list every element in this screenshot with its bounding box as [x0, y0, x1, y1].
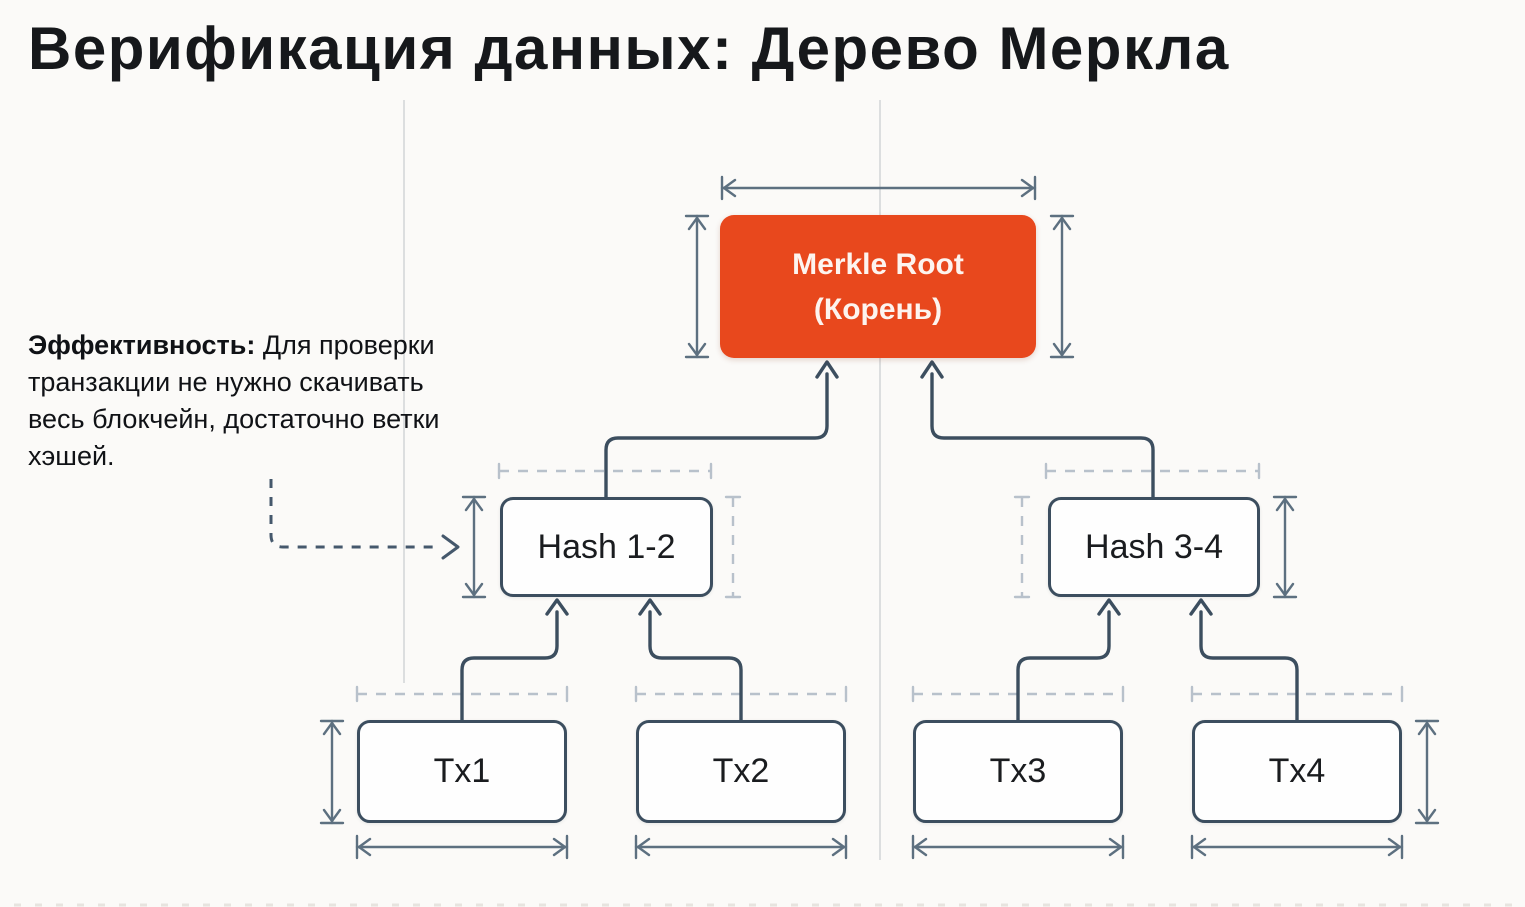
edge-tx2-to-hash-1-2	[638, 598, 743, 723]
efficiency-note: Эффективность: Для проверки транзакции н…	[28, 327, 478, 475]
node-merkle-root: Merkle Root (Корень)	[720, 215, 1036, 358]
note-bold-label: Эффективность:	[28, 330, 256, 360]
node-label: Tx3	[989, 752, 1047, 790]
dashed-width-guide-hash-3-4	[1044, 462, 1261, 480]
measure-tx2-width	[634, 834, 848, 860]
measure-tx4-height	[1414, 719, 1440, 825]
node-hash-3-4: Hash 3-4	[1048, 497, 1260, 597]
measure-root-height-left	[684, 214, 710, 359]
dashed-height-guide-hash-1-2	[724, 495, 742, 599]
measure-root-width	[720, 175, 1037, 201]
node-tx4: Tx4	[1192, 720, 1402, 823]
page-title: Верификация данных: Дерево Меркла	[28, 15, 1230, 82]
measure-root-height-right	[1049, 214, 1075, 359]
measure-hash-1-2-height	[461, 495, 487, 599]
node-label: Tx1	[433, 752, 491, 790]
edge-tx3-to-hash-3-4	[1016, 598, 1121, 723]
root-label-line2: (Корень)	[813, 292, 943, 326]
node-label: Tx4	[1268, 752, 1326, 790]
dashed-width-guide-hash-1-2	[497, 462, 713, 480]
edge-tx1-to-hash-1-2	[460, 598, 569, 723]
root-label-line1: Merkle Root	[792, 247, 964, 281]
measure-tx3-width	[911, 834, 1125, 860]
edge-hash-3-4-to-root	[920, 360, 1155, 499]
measure-tx1-height	[319, 719, 345, 825]
node-label: Hash 1-2	[537, 527, 676, 566]
measure-hash-3-4-height	[1272, 495, 1298, 599]
dashed-height-guide-hash-3-4	[1013, 495, 1031, 599]
edge-hash-1-2-to-root	[604, 360, 839, 499]
node-label: Tx2	[712, 752, 770, 790]
node-hash-1-2: Hash 1-2	[500, 497, 713, 597]
node-tx3: Tx3	[913, 720, 1123, 823]
measure-tx4-width	[1190, 834, 1404, 860]
measure-tx1-width	[355, 834, 569, 860]
node-tx2: Tx2	[636, 720, 846, 823]
node-label: Hash 3-4	[1085, 527, 1223, 566]
edge-tx4-to-hash-3-4	[1189, 598, 1299, 723]
node-tx1: Tx1	[357, 720, 567, 823]
note-text: Для проверки транзакции не нужно скачива…	[28, 330, 440, 471]
note-pointer-arrow	[269, 479, 460, 560]
